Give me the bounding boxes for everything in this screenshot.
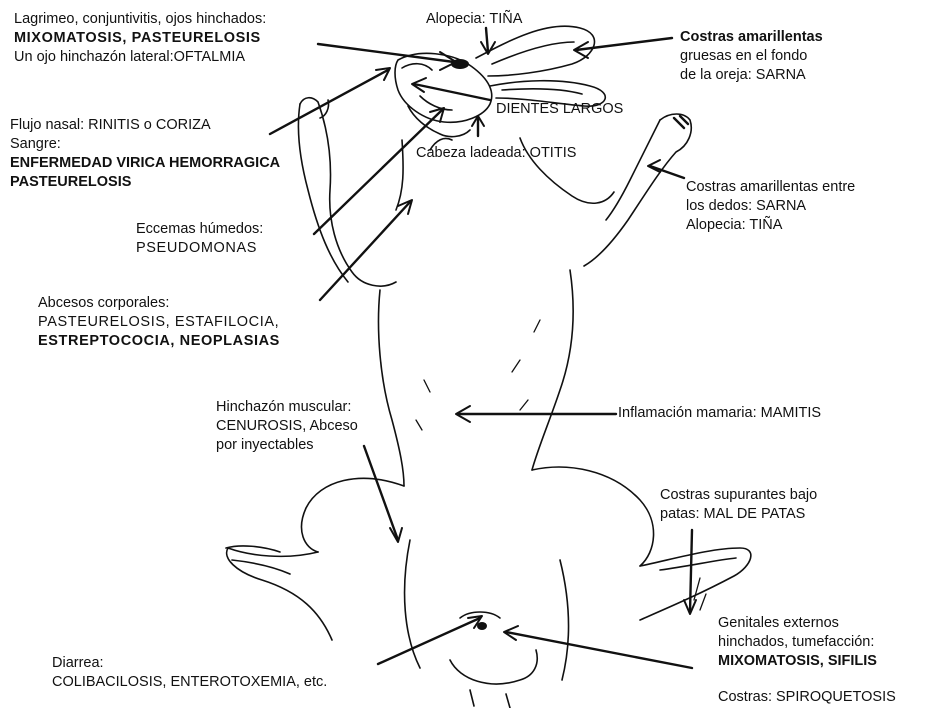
label-genitals-line-1: Genitales externos [718, 614, 877, 633]
label-toe-crusts-line-2: los dedos: SARNA [686, 197, 855, 216]
label-diarrhea-line-1: Diarrea: [52, 654, 327, 673]
rabbit-torso-outline [379, 270, 574, 486]
rabbit-front-leg-left [298, 98, 396, 286]
label-nasal-line-1: Flujo nasal: RINITIS o CORIZA [10, 116, 280, 135]
label-alopecia-head: Alopecia: TIÑA [426, 10, 522, 29]
label-toe-crusts-line-1: Costras amarillentas entre [686, 178, 855, 197]
label-toe-crusts-line-3: Alopecia: TIÑA [686, 216, 855, 235]
rabbit-front-leg-right [584, 114, 691, 266]
label-paw-crusts-line-2: patas: MAL DE PATAS [660, 505, 817, 524]
label-paw-crusts: Costras supurantes bajo patas: MAL DE PA… [660, 486, 817, 524]
label-eczema-line-2: PSEUDOMONAS [136, 239, 263, 258]
label-spiro-line-1: Costras: SPIROQUETOSIS [718, 688, 896, 707]
label-tearing-line-1: Lagrimeo, conjuntivitis, ojos hinchados: [14, 10, 266, 29]
label-toe-crusts: Costras amarillentas entre los dedos: SA… [686, 178, 855, 235]
label-eczema-line-1: Eccemas húmedos: [136, 220, 263, 239]
label-paw-crusts-line-1: Costras supurantes bajo [660, 486, 817, 505]
label-abscesses-line-3: ESTREPTOCOCIA, NEOPLASIAS [38, 332, 280, 351]
label-muscle-line-3: por inyectables [216, 436, 358, 455]
label-ear-crusts-line-2: gruesas en el fondo [680, 47, 823, 66]
label-eczema: Eccemas húmedos: PSEUDOMONAS [136, 220, 263, 258]
label-muscle-line-2: CENUROSIS, Abceso [216, 417, 358, 436]
label-tearing-line-2: MIXOMATOSIS, PASTEURELOSIS [14, 29, 266, 48]
label-tilted-head-line-1: Cabeza ladeada: OTITIS [416, 144, 576, 163]
label-abscesses-line-1: Abcesos corporales: [38, 294, 280, 313]
label-muscle: Hinchazón muscular: CENUROSIS, Abceso po… [216, 398, 358, 455]
label-ear-crusts: Costras amarillentas gruesas en el fondo… [680, 28, 823, 85]
label-genitals: Genitales externos hinchados, tumefacció… [718, 614, 877, 671]
label-tilted-head: Cabeza ladeada: OTITIS [416, 144, 576, 163]
label-long-teeth: DIENTES LARGOS [496, 100, 623, 119]
label-mammary-line-1: Inflamación mamaria: MAMITIS [618, 404, 821, 423]
label-muscle-line-1: Hinchazón muscular: [216, 398, 358, 417]
label-genitals-line-3: MIXOMATOSIS, SIFILIS [718, 652, 877, 671]
rabbit-hind-leg-left [226, 478, 420, 668]
label-spiro: Costras: SPIROQUETOSIS [718, 688, 896, 707]
annotation-arrows [270, 28, 696, 668]
label-nasal: Flujo nasal: RINITIS o CORIZA Sangre: EN… [10, 116, 280, 192]
label-nasal-line-3: ENFERMEDAD VIRICA HEMORRAGICA [10, 154, 280, 173]
label-abscesses: Abcesos corporales: PASTEURELOSIS, ESTAF… [38, 294, 280, 351]
label-tearing-line-3: Un ojo hinchazón lateral:OFTALMIA [14, 48, 266, 67]
label-long-teeth-line-1: DIENTES LARGOS [496, 100, 623, 119]
label-ear-crusts-line-3: de la oreja: SARNA [680, 66, 823, 85]
label-genitals-line-2: hinchados, tumefacción: [718, 633, 877, 652]
label-nasal-line-4: PASTEURELOSIS [10, 173, 280, 192]
label-abscesses-line-2: PASTEURELOSIS, ESTAFILOCIA, [38, 313, 280, 332]
label-tearing: Lagrimeo, conjuntivitis, ojos hinchados:… [14, 10, 266, 67]
label-alopecia-head-line-1: Alopecia: TIÑA [426, 10, 522, 29]
label-diarrhea: Diarrea: COLIBACILOSIS, ENTEROTOXEMIA, e… [52, 654, 327, 692]
label-diarrhea-line-2: COLIBACILOSIS, ENTEROTOXEMIA, etc. [52, 673, 327, 692]
label-ear-crusts-line-1: Costras amarillentas [680, 28, 823, 47]
label-nasal-line-2: Sangre: [10, 135, 280, 154]
label-mammary: Inflamación mamaria: MAMITIS [618, 404, 821, 423]
